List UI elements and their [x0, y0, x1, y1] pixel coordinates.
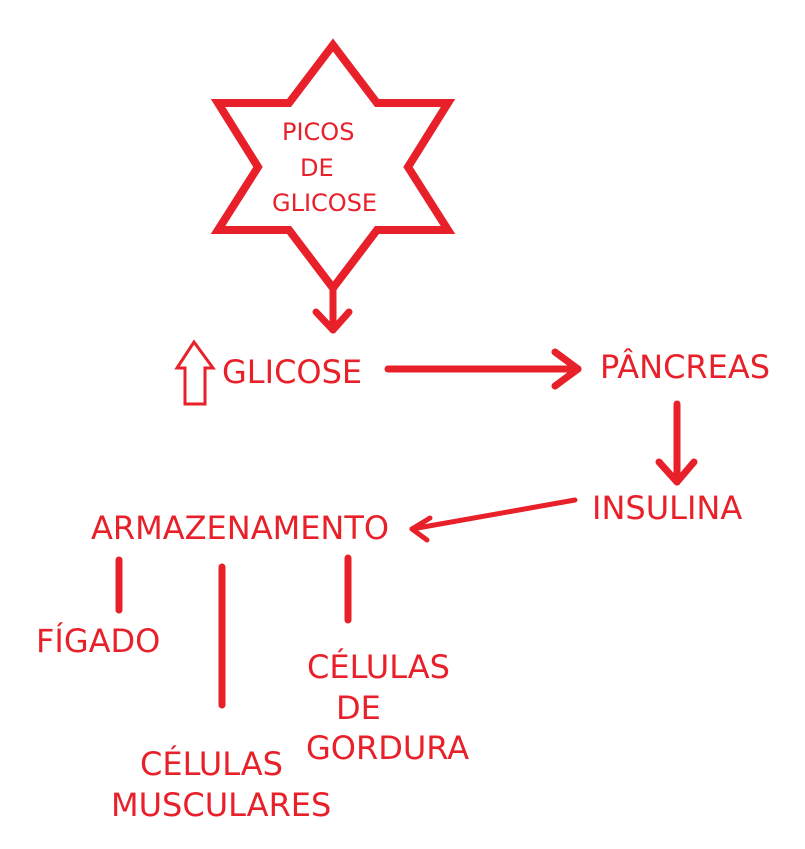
star-label-line3: GLICOSE — [272, 189, 378, 217]
node-pancreas: PÂNCREAS — [600, 348, 771, 386]
node-gordura-line1: CÉLULAS — [307, 648, 450, 686]
node-gordura-line3: GORDURA — [306, 729, 470, 767]
arrow-insulina-to-armazenamento — [409, 497, 578, 543]
up-arrow-outline-icon — [174, 339, 216, 406]
node-musculares-line1: CÉLULAS — [140, 745, 283, 783]
arrow-pancreas-to-insulina — [655, 400, 698, 486]
star-label-line2: DE — [300, 154, 334, 182]
arrow-glicose-to-pancreas — [384, 348, 582, 390]
node-musculares-line2: MUSCULARES — [111, 786, 332, 824]
node-figado: FÍGADO — [36, 622, 161, 660]
node-insulina: INSULINA — [592, 489, 743, 527]
node-gordura-line2: DE — [336, 689, 381, 727]
star-label-line1: PICOS — [282, 118, 355, 146]
arrow-star-to-glicose — [312, 284, 353, 334]
node-armazenamento: ARMAZENAMENTO — [91, 509, 390, 547]
node-glicose: GLICOSE — [222, 353, 363, 391]
